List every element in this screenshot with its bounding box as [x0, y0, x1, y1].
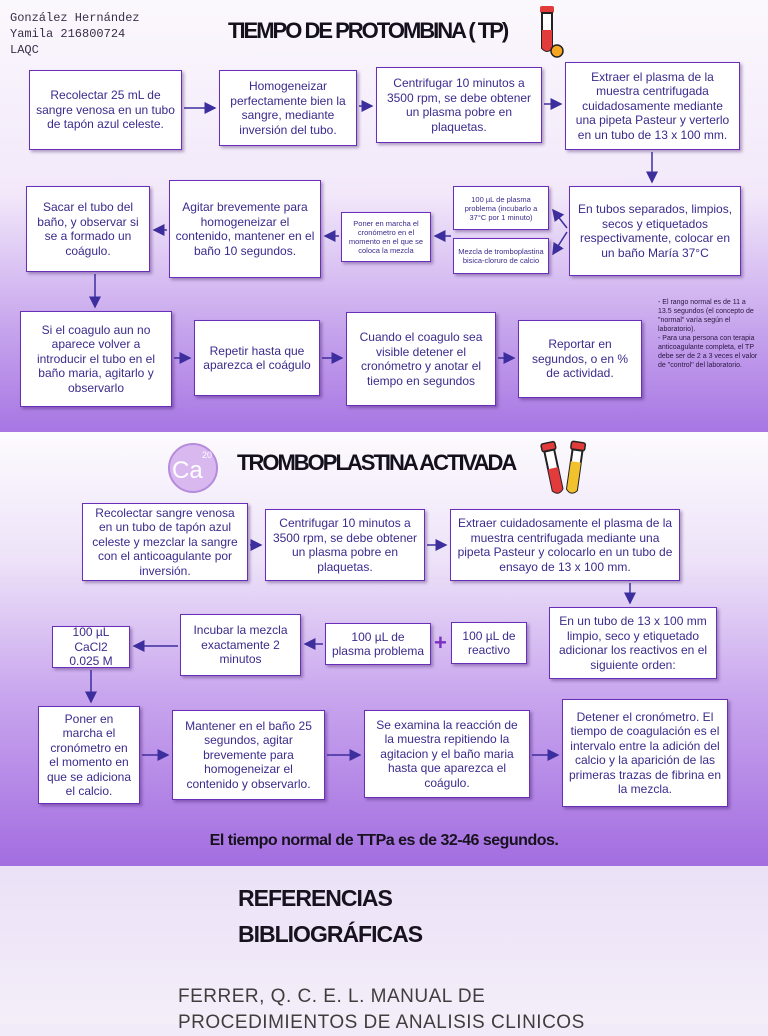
ca-symbol: Ca [172, 457, 203, 484]
ttpa-step-add-reagents: En un tubo de 13 x 100 mm limpio, seco y… [549, 607, 717, 679]
tp-step-collect-blood: Recolectar 25 mL de sangre venosa en un … [29, 70, 182, 150]
ttpa-step-start-timer: Poner en marcha el cronómetro en el mome… [38, 706, 140, 804]
tp-step-check-clot: Sacar el tubo del baño, y observar si se… [26, 186, 150, 272]
tp-step-start-timer: Poner en marcha el cronómetro en el mome… [341, 212, 431, 262]
references-title: REFERENCIAS BIBLIOGRÁFICAS [238, 880, 423, 952]
reference-entry-line1: FERRER, Q. C. E. L. MANUAL DE [178, 986, 486, 1007]
calcium-element-icon: Ca 20 [168, 443, 218, 493]
ttpa-step-incubate: Incubar la mezcla exactamente 2 minutos [180, 614, 301, 676]
section-references [0, 866, 768, 1024]
ttpa-step-stop-timer: Detener el cronómetro. El tiempo de coag… [562, 699, 728, 807]
test-tube-icon [540, 6, 564, 58]
arrow [552, 208, 568, 229]
ttpa-step-collect-blood: Recolectar sangre venosa en un tubo de t… [82, 503, 248, 581]
arrow [552, 231, 568, 256]
tp-step-plasma-incubate: 100 µL de plasma problema (incubarlo a 3… [453, 186, 549, 230]
tp-step-thromboplastin-mix: Mezcla de tromboplastina bisica-cloruro … [453, 238, 549, 274]
ttpa-step-plasma: 100 µL de plasma problema [325, 623, 431, 665]
ttpa-step-centrifuge: Centrifugar 10 minutos a 3500 rpm, se de… [265, 509, 425, 581]
author-id: Yamila 216800724 [10, 27, 126, 41]
tp-step-agitate: Agitar brevemente para homogeneizar el c… [169, 180, 321, 278]
ca-number: 20 [202, 450, 212, 460]
author-name: González Hernández [10, 11, 140, 25]
tp-step-centrifuge: Centrifugar 10 minutos a 3500 rpm, se de… [376, 67, 542, 143]
tp-step-report: Reportar en segundos, o en % de activida… [518, 320, 642, 398]
tp-step-stop-timer: Cuando el coagulo sea visible detener el… [346, 312, 496, 406]
section1-title: TIEMPO DE PROTOMBINA ( TP) [228, 18, 509, 43]
references-title-line1: REFERENCIAS [238, 885, 393, 911]
tp-normal-notes: - El rango normal es de 11 a 13.5 segund… [658, 298, 760, 370]
tp-note-normal-range: - El rango normal es de 11 a 13.5 segund… [658, 299, 754, 333]
tp-step-repeat-bath: Si el coagulo aun no aparece volver a in… [20, 311, 172, 407]
tp-step-repeat-until-clot: Repetir hasta que aparezca el coágulo [194, 320, 320, 396]
ttpa-step-cacl2: 100 µL CaCl2 0.025 M [52, 625, 130, 668]
tp-step-separate-tubes: En tubos separados, limpios, secos y eti… [569, 186, 741, 276]
ttpa-step-reagent: 100 µL de reactivo [451, 622, 527, 664]
author-group: LAQC [10, 43, 39, 57]
ttpa-step-examine: Se examina la reacción de la muestra rep… [364, 710, 530, 798]
tp-note-anticoagulant: - Para una persona con terapia anticoagu… [658, 335, 758, 369]
ttpa-step-extract-plasma: Extraer cuidadosamente el plasma de la m… [450, 509, 680, 581]
section2-title: TROMBOPLASTINA ACTIVADA [237, 450, 517, 475]
test-tubes-icon [540, 440, 587, 494]
references-title-line2: BIBLIOGRÁFICAS [238, 921, 423, 947]
ttpa-step-bath-25s: Mantener en el baño 25 segundos, agitar … [172, 710, 325, 800]
tp-step-extract-plasma: Extraer el plasma de la muestra centrifu… [565, 62, 740, 150]
tp-step-homogenize: Homogeneizar perfectamente bien la sangr… [219, 70, 357, 146]
plus-sign: + [434, 630, 447, 655]
ttpa-normal-time: El tiempo normal de TTPa es de 32-46 seg… [209, 832, 559, 849]
